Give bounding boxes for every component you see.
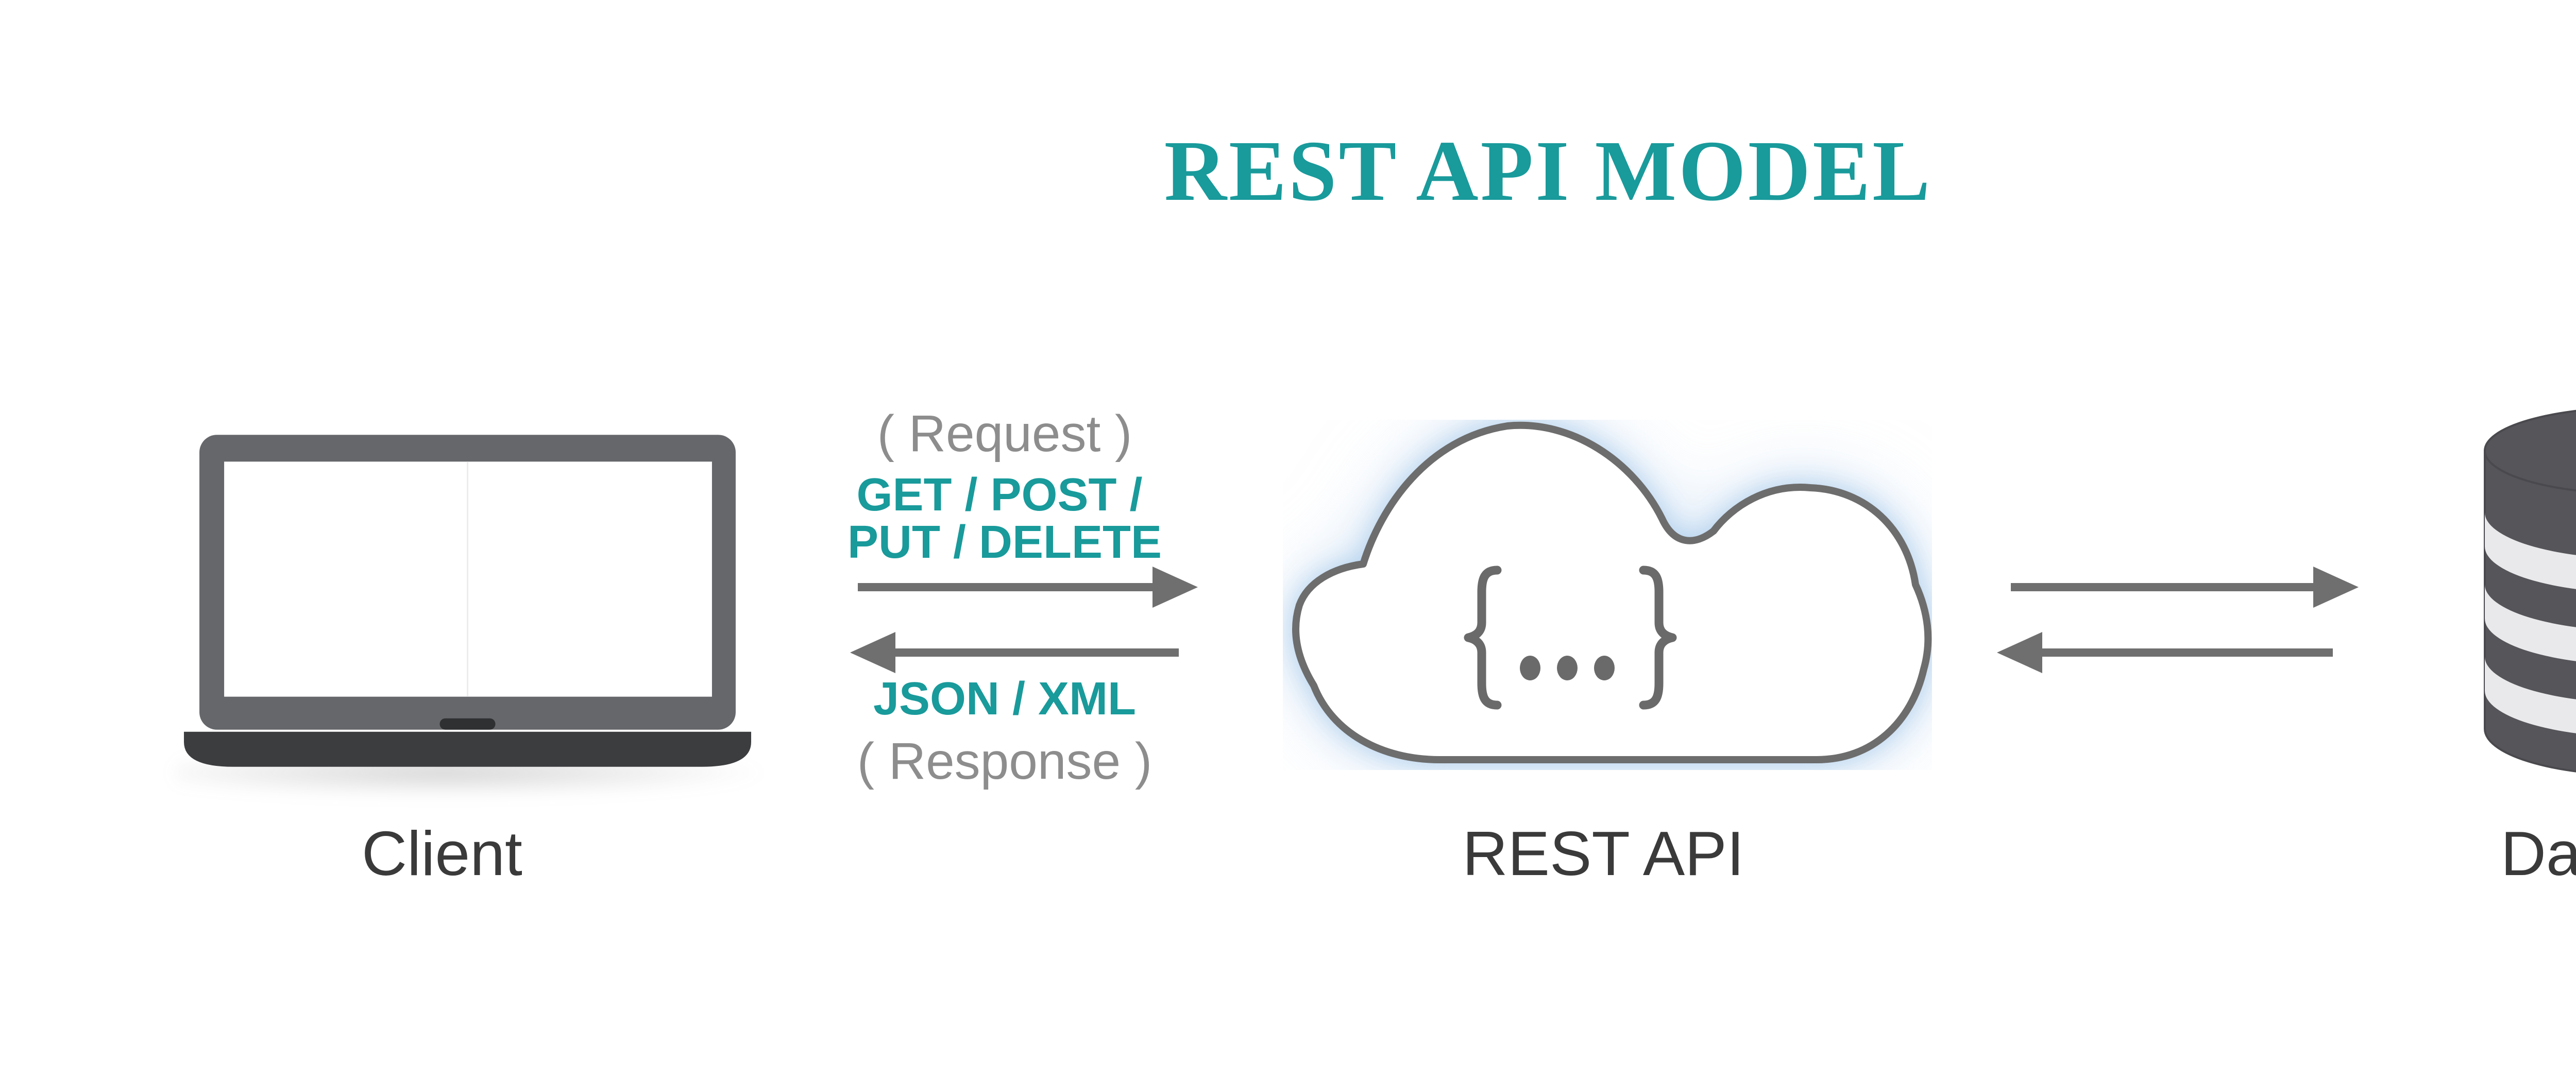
laptop-hinge-notch xyxy=(439,718,496,730)
database-label: Database xyxy=(2500,818,2576,888)
request-methods-line1: GET / POST / xyxy=(856,469,1143,521)
api-label: REST API xyxy=(1462,818,1744,888)
request-arrow-icon xyxy=(858,567,1198,608)
laptop-base xyxy=(184,731,751,767)
response-formats: JSON / XML xyxy=(873,673,1137,725)
api-to-db-arrow-icon xyxy=(2011,567,2359,608)
response-annotation: ( Response ) xyxy=(857,732,1153,790)
braces-icon xyxy=(1464,566,1677,710)
request-annotation: ( Request ) xyxy=(877,405,1132,463)
laptop-icon xyxy=(184,435,751,767)
page-title: REST API MODEL xyxy=(1164,123,1933,219)
db-to-api-arrow-icon xyxy=(1997,632,2333,673)
cloud-icon xyxy=(1292,421,1932,763)
request-methods-line2: PUT / DELETE xyxy=(847,517,1162,568)
client-label: Client xyxy=(362,818,522,888)
ellipsis-dots xyxy=(1520,656,1615,680)
response-arrow-icon xyxy=(850,632,1179,673)
database-icon xyxy=(2484,409,2576,773)
